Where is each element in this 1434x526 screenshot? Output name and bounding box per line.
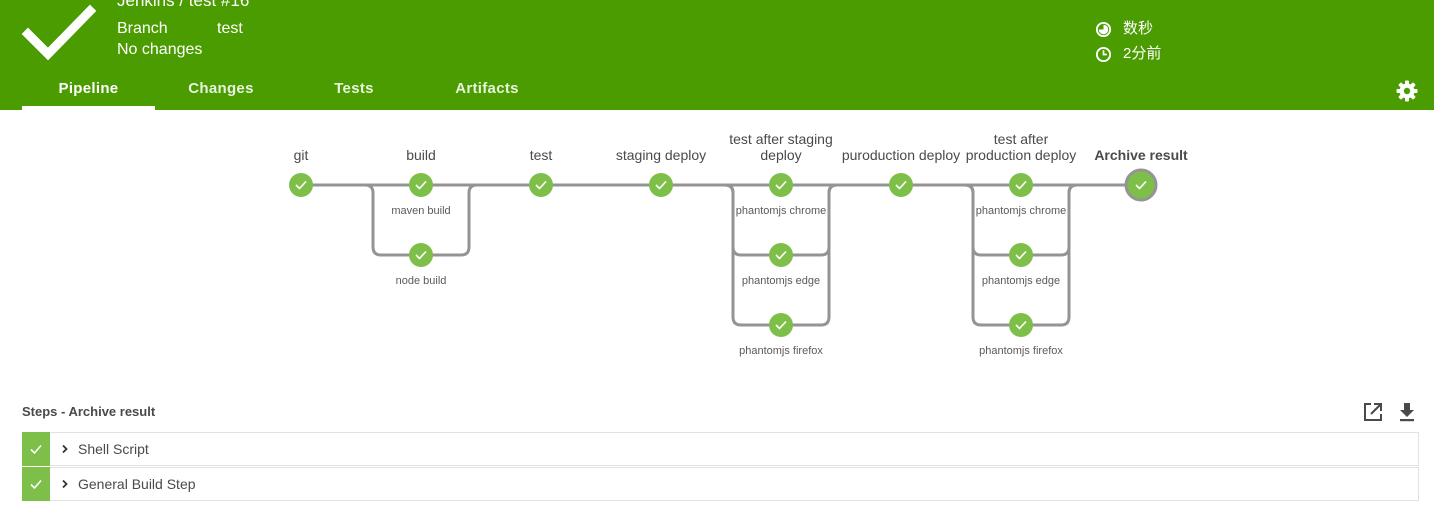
check-icon bbox=[775, 320, 787, 330]
check-icon bbox=[1135, 180, 1147, 190]
run-header: Jenkins / test #16 Branch test No change… bbox=[0, 0, 1434, 110]
check-icon bbox=[895, 180, 907, 190]
check-icon bbox=[22, 4, 96, 61]
check-icon bbox=[30, 479, 42, 490]
tab-changes[interactable]: Changes bbox=[188, 80, 254, 97]
branch-node-phantomjs-chrome[interactable] bbox=[1009, 173, 1033, 197]
check-icon bbox=[30, 444, 42, 455]
gear-icon[interactable] bbox=[1395, 79, 1419, 103]
duration-value: 数秒 bbox=[1123, 20, 1154, 37]
step-label: Shell Script bbox=[78, 441, 149, 457]
branch-value[interactable]: test bbox=[217, 20, 243, 37]
branch-label: Branch bbox=[117, 20, 168, 37]
step-row-general-build-step[interactable]: General Build Step bbox=[22, 467, 1419, 501]
parallel-branch-connector bbox=[351, 183, 478, 257]
branch-label: phantomjs edge bbox=[981, 275, 1061, 287]
branch-label: maven build bbox=[391, 205, 451, 217]
stage-label[interactable]: build bbox=[406, 147, 436, 163]
started-info: 2分前 bbox=[1095, 45, 1161, 63]
open-external-icon[interactable] bbox=[1362, 401, 1384, 423]
check-icon bbox=[1015, 320, 1027, 330]
step-status-success bbox=[22, 432, 50, 466]
check-icon bbox=[775, 250, 787, 260]
stage-node-archive-result-selected[interactable] bbox=[1124, 168, 1158, 202]
changes-text: No changes bbox=[117, 41, 203, 58]
duration-info: 数秒 bbox=[1095, 20, 1153, 38]
clock-icon bbox=[1095, 46, 1112, 62]
check-icon bbox=[415, 180, 427, 190]
stage-label-line: test after bbox=[993, 131, 1049, 147]
branch-info: Branch test bbox=[117, 20, 243, 38]
parallel-branch-connector bbox=[711, 183, 838, 327]
branch-node-phantomjs-edge[interactable] bbox=[1009, 243, 1033, 267]
steps-title: Steps - Archive result bbox=[22, 404, 156, 419]
clock-half-icon bbox=[1095, 21, 1112, 37]
chevron-right-icon[interactable] bbox=[60, 444, 70, 454]
stage-label-line: test after staging bbox=[729, 131, 833, 147]
stage-label[interactable]: staging deploy bbox=[615, 147, 707, 163]
stage-node-puroduction-deploy[interactable] bbox=[889, 173, 913, 197]
stage-label-line: deploy bbox=[760, 147, 802, 163]
step-row-shell-script[interactable]: Shell Script bbox=[22, 432, 1419, 466]
stage-label[interactable]: puroduction deploy bbox=[841, 147, 961, 163]
branch-node-phantomjs-edge[interactable] bbox=[769, 243, 793, 267]
branch-node-phantomjs-chrome[interactable] bbox=[769, 173, 793, 197]
check-icon bbox=[1015, 250, 1027, 260]
branch-node-node-build[interactable] bbox=[409, 243, 433, 267]
stage-label[interactable]: git bbox=[293, 147, 309, 163]
branch-label: phantomjs firefox bbox=[979, 345, 1063, 357]
started-value: 2分前 bbox=[1123, 45, 1162, 62]
tab-tests[interactable]: Tests bbox=[334, 80, 374, 97]
stage-node-git[interactable] bbox=[289, 173, 313, 197]
chevron-right-icon[interactable] bbox=[60, 479, 70, 489]
step-status-success bbox=[22, 467, 50, 501]
tab-artifacts[interactable]: Artifacts bbox=[455, 80, 519, 97]
check-icon bbox=[295, 180, 307, 190]
branch-node-phantomjs-firefox[interactable] bbox=[769, 313, 793, 337]
parallel-branch-connector bbox=[951, 183, 1078, 257]
parallel-branch-connector bbox=[951, 183, 1078, 327]
check-icon bbox=[1015, 180, 1027, 190]
check-icon bbox=[655, 180, 667, 190]
run-title[interactable]: Jenkins / test #16 bbox=[117, 0, 250, 10]
pipeline-graph: git maven build node build build test staging… bbox=[0, 110, 1434, 390]
pipeline-graph-canvas bbox=[289, 168, 1158, 337]
step-label: General Build Step bbox=[78, 476, 196, 492]
branch-label: phantomjs chrome bbox=[735, 205, 827, 217]
parallel-branch-connector bbox=[711, 183, 838, 257]
check-icon bbox=[535, 180, 547, 190]
download-icon[interactable] bbox=[1396, 401, 1418, 423]
branch-label: phantomjs firefox bbox=[739, 345, 823, 357]
stage-label[interactable]: test bbox=[529, 147, 553, 163]
tab-pipeline[interactable]: Pipeline bbox=[22, 78, 155, 110]
stage-label-line: production deploy bbox=[965, 147, 1077, 163]
check-icon bbox=[415, 250, 427, 260]
check-icon bbox=[775, 180, 787, 190]
stage-label[interactable]: Archive result bbox=[1094, 147, 1188, 163]
branch-node-phantomjs-firefox[interactable] bbox=[1009, 313, 1033, 337]
branch-label: phantomjs edge bbox=[741, 275, 821, 287]
branch-label: phantomjs chrome bbox=[975, 205, 1067, 217]
branch-node-maven-build[interactable] bbox=[409, 173, 433, 197]
stage-node-staging-deploy[interactable] bbox=[649, 173, 673, 197]
branch-label: node build bbox=[395, 275, 447, 287]
stage-node-test[interactable] bbox=[529, 173, 553, 197]
